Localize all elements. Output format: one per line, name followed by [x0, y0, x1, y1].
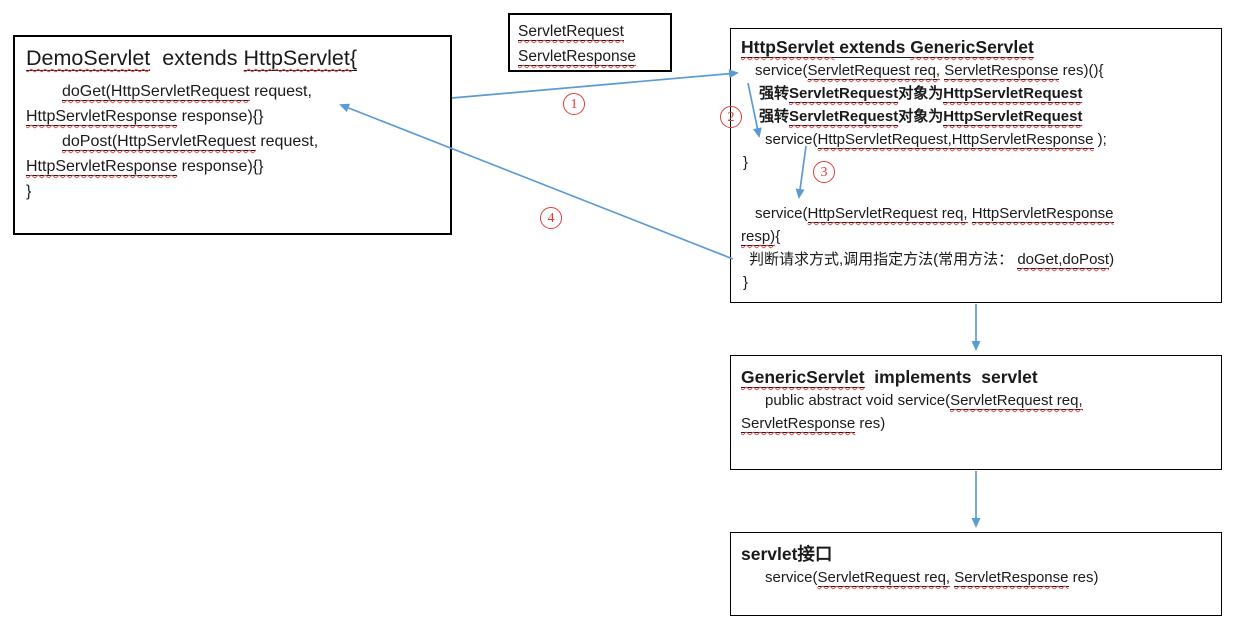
- demoservlet-class-box: DemoServlet extends HttpServlet{ doGet(H…: [13, 35, 452, 235]
- text-segment: }: [743, 274, 749, 291]
- text-segment: }: [26, 183, 32, 200]
- genericservlet-class-box: GenericServlet implements servlet public…: [730, 355, 1222, 470]
- text-segment: HttpServletRequest,HttpServletResponse: [817, 131, 1094, 149]
- code-line: 判断请求方式,调用指定方法(常用方法： doGet,doPost): [741, 248, 1211, 271]
- text-segment: ServletResponse: [741, 415, 856, 433]
- text-segment: ): [1109, 251, 1115, 268]
- code-line: service(ServletRequest req, ServletRespo…: [741, 59, 1211, 82]
- step-1-label: 1: [563, 93, 585, 115]
- text-segment: GenericServlet: [741, 367, 865, 388]
- text-segment: ServletRequest req,: [817, 569, 951, 587]
- text-segment: HttpServletResponse: [971, 205, 1114, 223]
- code-line: resp){: [741, 225, 1211, 248]
- text-segment: res): [1068, 569, 1099, 586]
- demoservlet-class-title: DemoServlet extends HttpServlet{: [26, 43, 439, 74]
- text-segment: public abstract void service(: [765, 392, 951, 409]
- text-segment: response){}: [177, 108, 264, 125]
- text-segment: service(: [755, 62, 808, 79]
- genericservlet-class-body: public abstract void service(ServletRequ…: [741, 389, 1211, 435]
- text-segment: service(: [765, 131, 818, 148]
- text-segment: resp): [741, 228, 776, 246]
- text-segment: request,: [255, 133, 319, 150]
- text-segment: HttpServlet: [741, 37, 835, 58]
- text-segment: HttpServletResponse: [26, 108, 178, 126]
- code-line: ServletRequest: [518, 19, 662, 44]
- text-segment: GenericServlet: [910, 37, 1034, 58]
- servlet-interface-title: servlet接口: [741, 542, 1211, 566]
- text-segment: HttpServletRequest: [943, 85, 1083, 103]
- code-line: service(HttpServletRequest,HttpServletRe…: [741, 128, 1211, 151]
- text-segment: doPost(HttpServletRequest: [62, 133, 256, 151]
- code-line: [741, 174, 1211, 202]
- text-segment: 判断请求方式,调用指定方法(常用方法：: [749, 251, 1018, 268]
- text-segment: HttpServletResponse: [26, 158, 178, 176]
- code-line: service(HttpServletRequest req, HttpServ…: [741, 202, 1211, 225]
- text-segment: HttpServletRequest: [943, 108, 1083, 126]
- text-segment: doGet(HttpServletRequest: [62, 83, 250, 101]
- text-segment: doGet,doPost: [1017, 251, 1110, 269]
- code-line: }: [26, 179, 439, 204]
- text-segment: request,: [249, 83, 312, 100]
- text-segment: ServletRequest: [518, 23, 624, 41]
- code-line: }: [741, 151, 1211, 174]
- code-line: ServletResponse res): [741, 412, 1211, 435]
- code-line: 强转ServletRequest对象为HttpServletRequest: [741, 82, 1211, 105]
- text-segment: HttpServletRequest req,: [807, 205, 968, 223]
- code-line: ServletResponse: [518, 44, 662, 69]
- text-segment: res): [855, 415, 886, 432]
- text-segment: res)(){: [1058, 62, 1104, 79]
- text-segment: ServletResponse: [518, 48, 637, 66]
- demoservlet-class-body: doGet(HttpServletRequest request,HttpSer…: [26, 79, 439, 204]
- text-segment: ServletResponse: [944, 62, 1059, 80]
- code-line: }: [741, 271, 1211, 294]
- code-line: HttpServletResponse response){}: [26, 154, 439, 179]
- text-segment: response){}: [177, 158, 264, 175]
- text-segment: 强转: [759, 108, 790, 125]
- httpservlet-class-box: HttpServlet extends GenericServlet servi…: [730, 28, 1222, 303]
- text-segment: extends: [150, 46, 244, 70]
- code-line: public abstract void service(ServletRequ…: [741, 389, 1211, 412]
- code-line: service(ServletRequest req, ServletRespo…: [741, 566, 1211, 589]
- text-segment: ServletRequest: [789, 85, 899, 103]
- code-line: doPost(HttpServletRequest request,: [26, 129, 439, 154]
- text-segment: servlet接口: [741, 544, 833, 564]
- step-2-label: 2: [720, 106, 742, 128]
- httpservlet-class-title: HttpServlet extends GenericServlet: [741, 35, 1211, 59]
- text-segment: 对象为: [898, 85, 944, 102]
- servlet-interface-box: servlet接口 service(ServletRequest req, Se…: [730, 532, 1222, 616]
- text-segment: 对象为: [898, 108, 944, 125]
- code-line: HttpServletResponse response){}: [26, 104, 439, 129]
- code-line: 强转ServletRequest对象为HttpServletRequest: [741, 105, 1211, 128]
- text-segment: extends: [834, 37, 911, 58]
- text-segment: service(: [765, 569, 818, 586]
- text-segment: service(: [755, 205, 808, 222]
- text-segment: ServletResponse: [954, 569, 1069, 587]
- step-3-label: 3: [813, 161, 835, 183]
- text-segment: ServletRequest req,: [807, 62, 941, 80]
- text-segment: ServletRequest: [789, 108, 899, 126]
- text-segment: 强转: [759, 85, 790, 102]
- text-segment: HttpServlet{: [243, 46, 358, 71]
- text-segment: {: [775, 228, 781, 245]
- text-segment: );: [1093, 131, 1107, 148]
- code-line: doGet(HttpServletRequest request,: [26, 79, 439, 104]
- text-segment: implements servlet: [864, 367, 1038, 387]
- step-4-label: 4: [540, 207, 562, 229]
- arrow-step-1: [451, 69, 739, 99]
- text-segment: DemoServlet: [26, 46, 151, 71]
- httpservlet-class-body: service(ServletRequest req, ServletRespo…: [741, 59, 1211, 294]
- servlet-interface-body: service(ServletRequest req, ServletRespo…: [741, 566, 1211, 589]
- text-segment: }: [743, 154, 749, 171]
- text-segment: ServletRequest req,: [950, 392, 1083, 410]
- genericservlet-class-title: GenericServlet implements servlet: [741, 365, 1211, 389]
